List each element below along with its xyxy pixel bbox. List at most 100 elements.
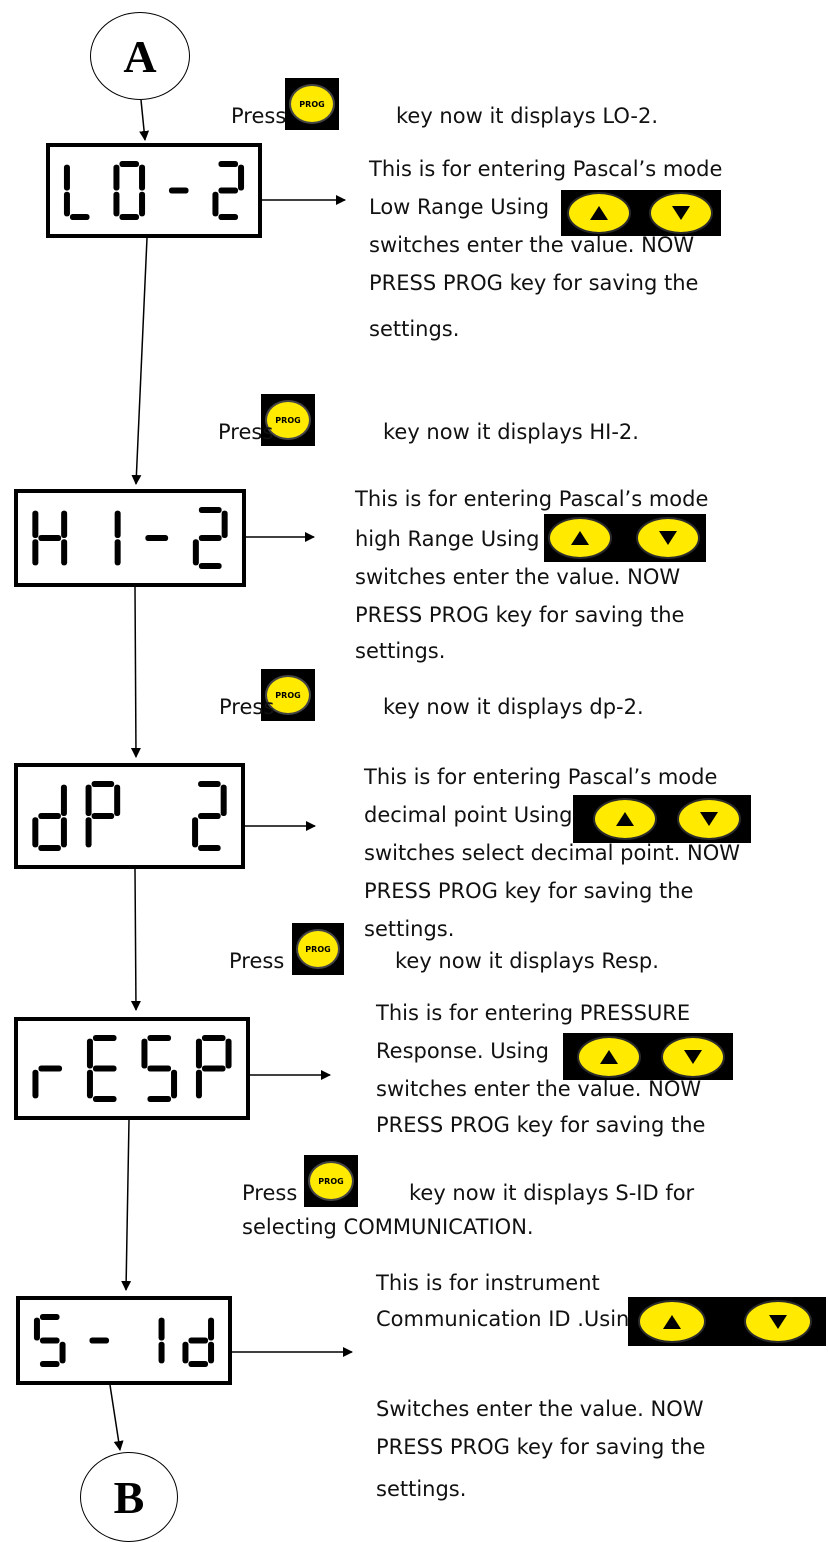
lcd-segment-a [147,1035,172,1041]
lcd-segment-c [59,1341,66,1364]
seven-segment-digits [32,1035,232,1102]
desc-5-line-4: PRESS PROG key for saving the [376,1435,706,1459]
desc-4-line-2: Response. Using [376,1039,549,1063]
lcd-segment-b [114,510,121,538]
lcd-segment-d [188,1361,209,1367]
lcd-segment-e [192,539,199,566]
lcd-display-resp [14,1017,250,1120]
lcd-segment-c [61,539,68,566]
down-arrow-icon [649,192,713,234]
lcd-segment-f [141,1038,148,1069]
lcd-segment-g [145,535,169,541]
lcd-segment-e [32,539,39,566]
press-suffix-5-line2: selecting COMMUNICATION. [242,1215,534,1239]
desc-5-line-1: This is for instrument [376,1271,600,1295]
lcd-segment-a [91,781,115,787]
updown-keys-2 [544,514,706,562]
lcd-display-s-id [16,1296,232,1385]
desc-3-line-3: switches select decimal point. NOW [364,841,741,865]
lcd-segment-a [218,161,239,167]
press-prefix-3: Press [219,695,275,719]
lcd-segment-g [168,187,189,194]
seven-segment-digits [32,507,228,569]
prog-key-icon-2: PROG [261,394,315,446]
lcd-segment-g [38,1065,63,1072]
flow-line-a-lo [139,99,150,141]
lcd-segment-f [195,1038,202,1069]
desc-5-line-2: Communication ID .Using [376,1307,643,1331]
lcd-segment-f [85,784,92,816]
lcd-segment-g [201,1065,226,1072]
lcd-segment-g [91,813,115,819]
seven-segment-digits [33,1314,215,1367]
press-prefix-5: Press [242,1181,298,1205]
desc-1-line-2: Low Range Using [369,195,550,219]
desc-4-line-4: PRESS PROG key for saving the [376,1113,706,1137]
updown-keys-5 [628,1297,826,1346]
press-prefix-4: Press [229,949,285,973]
lcd-segment-g [218,187,239,194]
lcd-display-hi-2 [14,489,246,587]
lcd-segment-f [63,164,70,191]
desc-4-line-1: This is for entering PRESSURE [376,1001,691,1025]
prog-key-icon-4: PROG [292,923,344,975]
desc-5-line-5: settings. [376,1477,467,1501]
lcd-segment-b [225,1038,232,1069]
desc-1-line-1: This is for entering Pascal’s mode [369,157,723,181]
down-arrow-icon [677,798,741,840]
press-suffix-3: key now it displays dp-2. [383,695,644,719]
desc-2-line-4: PRESS PROG key for saving the [355,603,685,627]
prog-key-icon-3: PROG [261,669,315,721]
desc-3-line-4: PRESS PROG key for saving the [364,879,694,903]
lcd-segment-f [32,510,39,538]
seven-segment-digits [32,781,227,851]
lcd-segment-f [86,1038,93,1069]
lcd-segment-g [92,1065,117,1072]
start-node-a: A [90,12,190,100]
desc-1-line-3: switches enter the value. NOW [369,233,695,257]
up-arrow-icon [577,1036,641,1078]
up-arrow-icon [593,798,657,840]
lcd-segment-b [221,510,228,538]
press-suffix-1: key now it displays LO-2. [396,104,659,128]
lcd-segment-a [92,1035,117,1041]
lcd-segment-d [69,214,90,220]
desc-2-line-2: high Range Using [355,527,540,551]
lcd-segment-b [114,784,121,816]
lcd-segment-f [113,164,120,191]
lcd-segment-d [147,1096,172,1102]
lcd-segment-g [39,1337,60,1344]
lcd-segment-e [182,1341,189,1364]
lcd-segment-c [139,191,146,217]
prog-key-icon-5: PROG [304,1155,358,1207]
press-prefix-1: Press [231,104,287,128]
lcd-segment-g [147,1065,172,1072]
updown-keys-3 [573,795,751,843]
flow-line-hi-dp [130,586,141,758]
lcd-segment-a [201,1035,226,1041]
flow-line-resp-sid [121,1119,132,1291]
up-arrow-icon [567,192,631,234]
lcd-segment-c [60,817,67,848]
lcd-segment-e [212,191,219,217]
desc-1-line-5: settings. [369,317,460,341]
lcd-segment-g [38,813,61,819]
lcd-segment-e [192,817,199,848]
desc-2-line-5: settings. [355,639,446,663]
down-arrow-icon [636,517,700,559]
lcd-segment-e [32,817,39,848]
press-suffix-4: key now it displays Resp. [395,949,659,973]
flow-line-sid-b [109,1384,124,1451]
desc-5-line-3: Switches enter the value. NOW [376,1397,704,1421]
lcd-segment-d [39,1361,60,1367]
prog-key-label: PROG [289,84,335,124]
prog-key-label: PROG [308,1161,354,1201]
lcd-segment-d [198,563,222,569]
lcd-segment-e [113,191,120,217]
lcd-segment-b [238,164,245,191]
lcd-segment-b [139,164,146,191]
desc-1-line-4: PRESS PROG key for saving the [369,271,699,295]
desc-3-line-1: This is for entering Pascal’s mode [364,765,718,789]
lcd-segment-g [198,535,222,541]
prog-key-label: PROG [265,400,311,440]
